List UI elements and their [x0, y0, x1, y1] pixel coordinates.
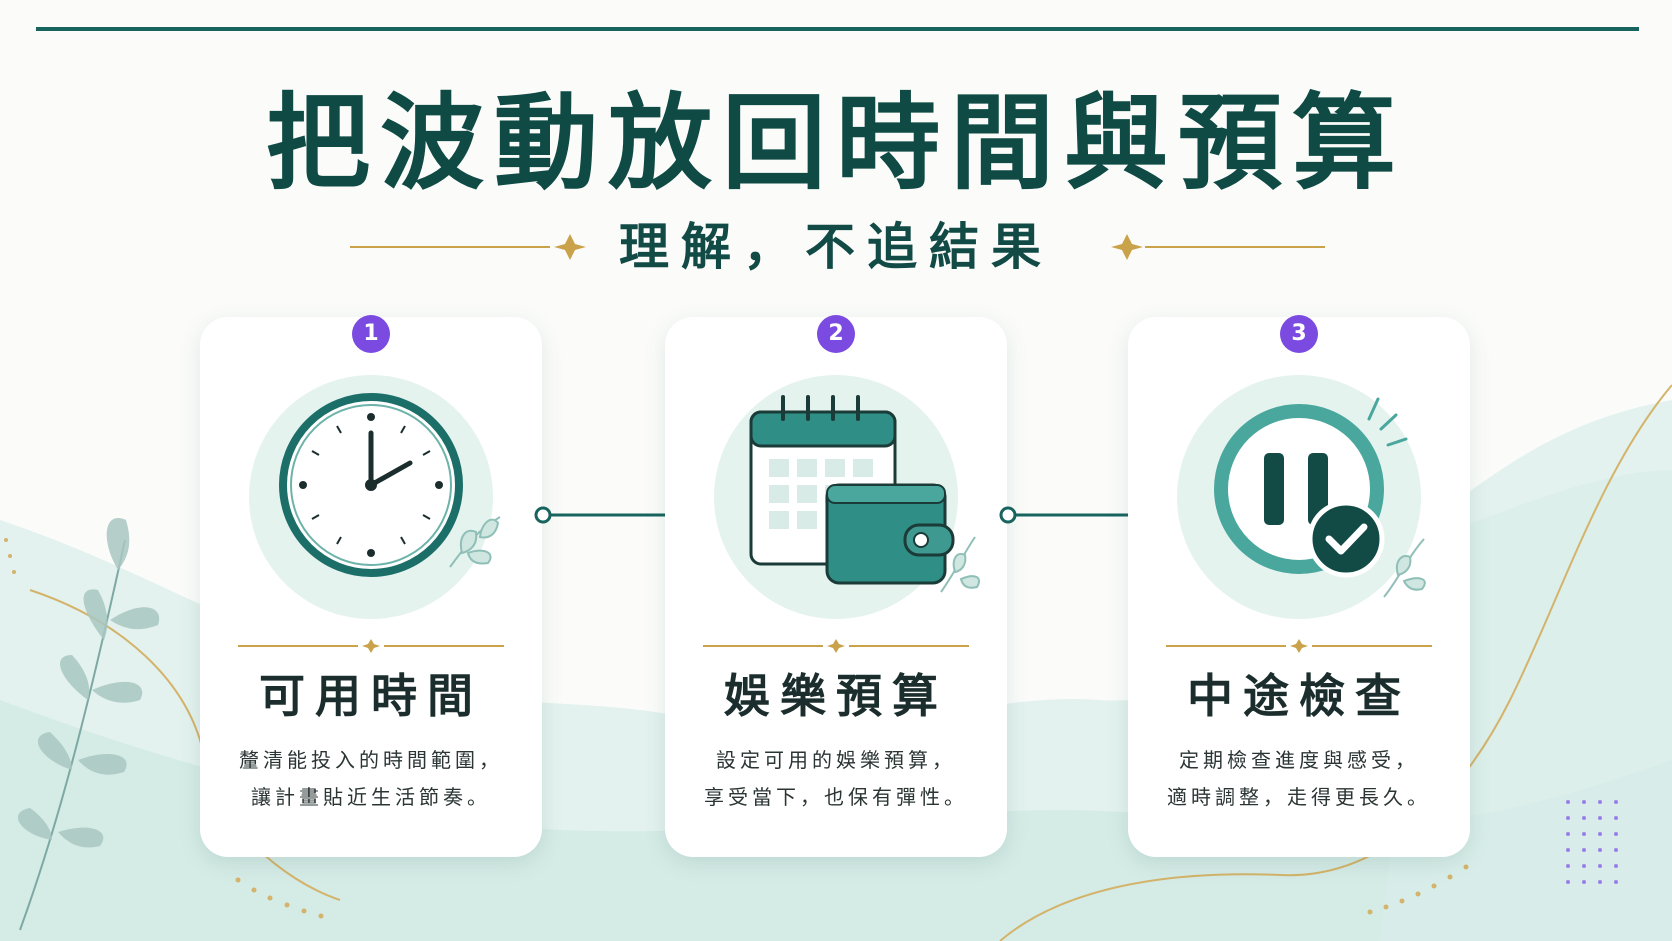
subtitle-ornament [350, 234, 1325, 260]
step-title: 娛樂預算 [724, 669, 948, 723]
step-description: 釐清能投入的時間範圍， 讓計畫貼近生活節奏。 [200, 742, 542, 816]
step-description-line: 適時調整，走得更長久。 [1167, 785, 1431, 809]
step-description-line: 釐清能投入的時間範圍， [239, 748, 503, 772]
step-number-badge: 2 [817, 315, 855, 353]
top-rule [36, 27, 1639, 31]
step-description-line: 設定可用的娛樂預算， [716, 748, 956, 772]
card-divider [1166, 639, 1432, 653]
step-number-badge: 3 [1280, 315, 1318, 353]
step-number-badge: 1 [352, 315, 390, 353]
step-description: 定期檢查進度與感受， 適時調整，走得更長久。 [1128, 742, 1470, 816]
pause-check-icon [1177, 375, 1426, 619]
step-description-line: 讓計畫貼近生活節奏。 [251, 785, 491, 809]
page-title: 把波動放回時間與預算 [265, 81, 1406, 204]
step-title: 可用時間 [259, 669, 483, 723]
step-description-line: 定期檢查進度與感受， [1179, 748, 1419, 772]
step-card-checkin: 3 中途檢查 定期檢查進度與感受， 適時調整，走得更長久。 [1128, 315, 1470, 857]
subtitle-row: 理解，不追結果 [0, 212, 1672, 282]
step-card-time: 1 可用時間 釐清能投入的時間範圍， 讓計畫貼近生活節奏。 [200, 315, 542, 857]
clock-icon [249, 375, 501, 619]
page-subtitle: 理解，不追結果 [619, 217, 1053, 276]
step-description-line: 享受當下，也保有彈性。 [704, 785, 968, 809]
step-description: 設定可用的娛樂預算， 享受當下，也保有彈性。 [665, 742, 1007, 816]
calendar-wallet-icon [714, 375, 980, 619]
card-divider [238, 639, 504, 653]
card-divider [703, 639, 969, 653]
step-title: 中途檢查 [1187, 669, 1411, 723]
step-card-budget: 2 娛樂預算 設定可用的娛樂預算， 享受當下，也保有彈性。 [665, 315, 1007, 857]
